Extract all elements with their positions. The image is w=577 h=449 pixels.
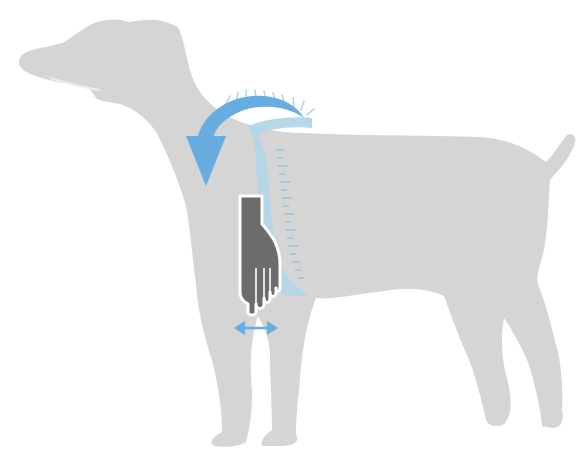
dog-silhouette-icon (19, 20, 575, 447)
